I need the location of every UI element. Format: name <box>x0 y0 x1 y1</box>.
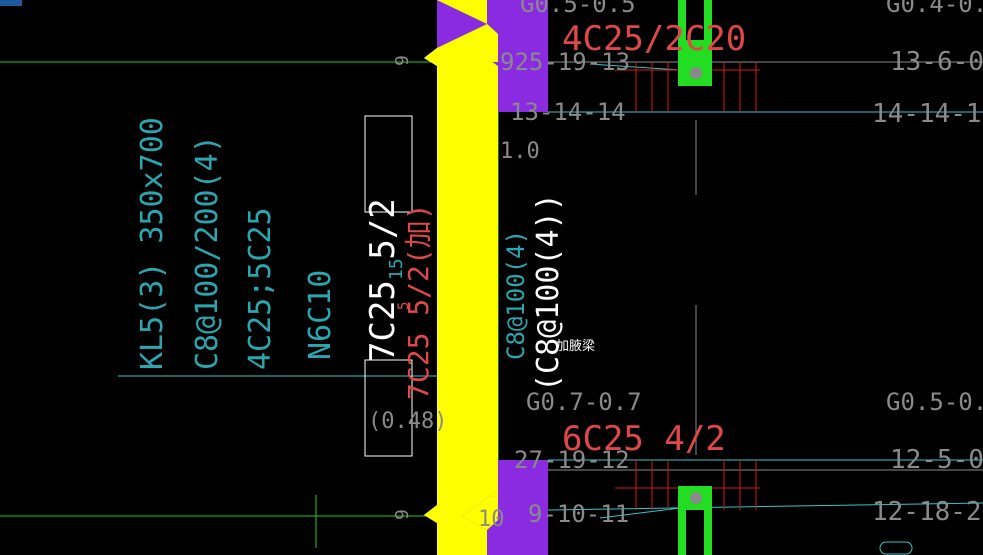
num-right-bot-r2: 12-18-23 <box>872 497 983 527</box>
ratio-small-label: 1.0 <box>500 139 540 164</box>
corner-toolbar-button[interactable] <box>0 0 22 6</box>
small-digits: 15 <box>386 258 407 280</box>
num-mid-g: G0.7-0.7 <box>526 388 642 416</box>
num-right-top-r1: 13-6-0 <box>890 47 983 77</box>
num-ten: 10 <box>478 507 505 532</box>
haunch-bottom-arrow <box>424 505 437 523</box>
column-core-top <box>686 0 704 40</box>
selected-haunch-highlight[interactable] <box>424 0 498 555</box>
num-bot-r1: 27-19-12 <box>514 446 630 474</box>
stirrup-label-white[interactable]: (C8@100(4)) <box>531 193 566 392</box>
left-mark-top: 9 <box>392 55 413 66</box>
column-dot-bottom <box>690 492 702 504</box>
beam-spec-name: KL5(3) 350x700 <box>135 117 170 370</box>
haunch-taper-bottom <box>462 490 498 530</box>
beam-edge-cyan-bottom2 <box>547 502 983 511</box>
small-dot-five: 5 <box>396 302 412 310</box>
add-beam-label: 加腋梁 <box>556 339 595 354</box>
top-rebar-label: 4C25/2C20 <box>562 19 746 59</box>
num-right-g-mid: G0.5-0.4 <box>886 388 983 416</box>
haunch-top-arrow <box>424 48 437 66</box>
bottom-rebar-label: 6C25 4/2 <box>562 419 726 459</box>
num-right-top-r2: 14-14-16 <box>872 99 983 129</box>
num-top-r2: 13-14-14 <box>510 98 626 126</box>
bottom-right-oval <box>879 541 913 555</box>
column-core-bottom <box>686 510 704 555</box>
selection-box-lower[interactable] <box>364 359 413 457</box>
num-right-g-top: G0.4-0.4 <box>886 0 983 18</box>
num-top-clip: G0.5-0.5 <box>520 0 636 18</box>
beam-black-body <box>498 112 548 460</box>
haunch-taper-top <box>462 24 498 62</box>
rebar-label-red-vertical: 7C25 5/2(加) <box>402 203 435 400</box>
short-leader-cyan-bot <box>599 507 681 519</box>
stirrup-label-cyan-vertical: C8@100(4) <box>502 230 530 360</box>
ratio-label: (0.48) <box>368 409 447 434</box>
rebar-label-white[interactable]: 7C25 5/2 <box>363 198 403 362</box>
num-bot-r2: 9-10-11 <box>528 500 629 528</box>
num-top-r1: 925-19-13 <box>500 48 630 76</box>
column-dot-top <box>690 67 702 79</box>
beam-spec-side-bars: N6C10 <box>303 270 338 360</box>
left-mark-bottom: 9 <box>392 509 413 520</box>
beam-spec-stirrup: C8@100/200(4) <box>190 135 225 370</box>
num-right-bot-r1: 12-5-0 <box>890 445 983 475</box>
short-leader-cyan-top <box>589 63 681 71</box>
beam-spec-top-bars: 4C25;5C25 <box>243 207 278 370</box>
selection-box-upper[interactable] <box>364 115 413 213</box>
